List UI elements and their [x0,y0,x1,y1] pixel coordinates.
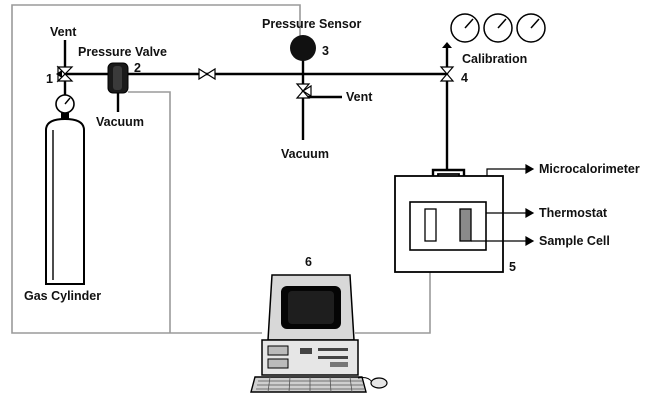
data-wires [11,4,431,334]
vacuum-mid-label: Vacuum [281,147,329,161]
number-1-label: 1 [46,72,53,86]
sample-cell [459,208,472,242]
valve-inline-icon [198,67,216,81]
number-6-label: 6 [305,255,312,269]
thermostat-label: Thermostat [539,206,608,220]
gas-cylinder-icon [45,117,85,285]
valve-4-icon [439,66,455,82]
pressure-sensor-icon [290,35,316,61]
valve-1-arrow-icon [56,70,62,78]
microcalorimeter-label: Microcalorimeter [539,162,640,176]
calibration-tee-icon [442,42,452,48]
cells [424,208,472,242]
wire-calorimeter-to-computer [355,272,431,334]
gas-cylinder-label: Gas Cylinder [24,289,101,303]
wire-top-to-sensor [40,4,301,36]
computer-icon [250,274,388,393]
calibration-gauges-icon [450,13,546,43]
calibration-label: Calibration [462,52,527,66]
cylinder-gauge-icon [55,94,75,119]
sample-cell-label: Sample Cell [539,234,610,248]
wire-valve-to-computer [128,91,171,333]
pressure-sensor-label: Pressure Sensor [262,17,361,31]
thermostat-box [409,201,487,251]
pressure-valve-label: Pressure Valve [78,45,167,59]
valve-mid-icon [295,83,312,99]
pressure-valve-icon [107,62,129,94]
pointer-arrows [310,96,535,247]
vent-mid-label: Vent [346,90,373,104]
wire-cylinder-to-computer [11,4,262,334]
number-3-label: 3 [322,44,329,58]
number-5-label: 5 [509,260,516,274]
number-2-label: 2 [134,61,141,75]
reference-cell [424,208,437,242]
number-4-label: 4 [461,71,468,85]
valves [56,65,455,99]
vacuum-left-label: Vacuum [96,115,144,129]
vent-left-label: Vent [50,25,77,39]
